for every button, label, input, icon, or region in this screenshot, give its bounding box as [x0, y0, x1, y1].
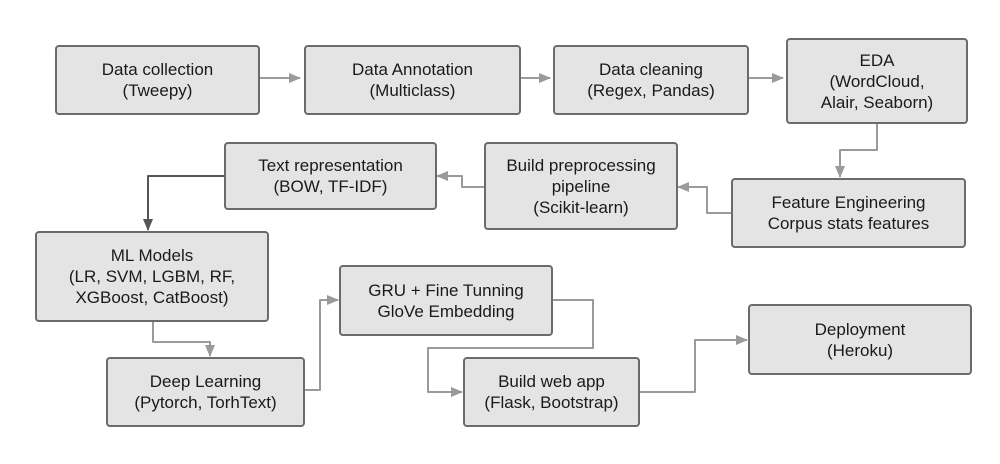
- node-label-line: ML Models: [110, 246, 194, 265]
- node-deep-learning: Deep Learning (Pytorch, TorhText): [106, 357, 305, 427]
- node-data-collection: Data collection (Tweepy): [55, 45, 260, 115]
- node-label-line: (Tweepy): [122, 81, 193, 100]
- node-label-line: (LR, SVM, LGBM, RF,: [68, 267, 236, 286]
- edge-web-app-to-deployment: [640, 335, 748, 393]
- edge-ml-models-to-deep-learning: [152, 322, 215, 357]
- node-label-line: pipeline: [551, 176, 611, 196]
- node-label-line: (Flask, Bootstrap): [484, 393, 619, 412]
- edge-deep-learning-to-gru: [305, 295, 339, 391]
- node-label-line: (Heroku): [826, 340, 894, 360]
- node-label-line: (Regex, Pandas): [587, 81, 715, 100]
- node-label-line: GloVe Embedding: [377, 301, 515, 321]
- node-label-line: Feature Engineering: [771, 193, 926, 212]
- edge-feature-engineering-to-preprocessing: [677, 182, 731, 214]
- node-data-cleaning: Data cleaning (Regex, Pandas): [553, 45, 749, 115]
- node-web-app: Build web app (Flask, Bootstrap): [463, 357, 640, 427]
- node-label-line: Data cleaning: [599, 60, 703, 79]
- node-data-annotation: Data Annotation (Multiclass): [304, 45, 521, 115]
- node-label-line: Deep Learning: [149, 372, 262, 391]
- node-label-line: (Pytorch, TorhText): [134, 393, 277, 412]
- node-label-line: Build web app: [498, 372, 605, 391]
- node-label-line: XGBoost, CatBoost): [75, 288, 229, 307]
- node-label-line: Corpus stats features: [767, 214, 930, 233]
- edge-eda-to-feature-engineering: [835, 124, 878, 178]
- node-label-line: Alair, Seaborn): [820, 92, 934, 112]
- edge-gru-to-web-app: [427, 299, 594, 397]
- node-ml-models: ML Models (LR, SVM, LGBM, RF, XGBoost, Cat…: [35, 231, 269, 322]
- node-label-line: EDA: [859, 50, 895, 70]
- node-label-line: Text representation: [258, 156, 403, 175]
- node-label-line: (WordCloud,: [829, 71, 925, 91]
- node-label-line: GRU + Fine Tunning: [368, 280, 524, 300]
- node-label-line: (Scikit-learn): [533, 197, 629, 217]
- node-label-line: (Multiclass): [369, 81, 456, 100]
- node-text-representation: Text representation (BOW, TF-IDF): [224, 142, 437, 210]
- node-eda: EDA(WordCloud,Alair, Seaborn): [786, 38, 968, 124]
- node-label-line: Data collection: [101, 60, 214, 79]
- node-label-line: Build preprocessing: [506, 155, 656, 175]
- node-deployment: Deployment(Heroku): [748, 304, 972, 375]
- node-label-line: (BOW, TF-IDF): [273, 177, 388, 196]
- edge-preprocessing-to-text-representation: [436, 171, 484, 188]
- edge-text-representation-to-ml-models: [143, 175, 224, 231]
- node-label-line: Data Annotation: [352, 60, 473, 79]
- node-label-line: Deployment: [814, 319, 906, 339]
